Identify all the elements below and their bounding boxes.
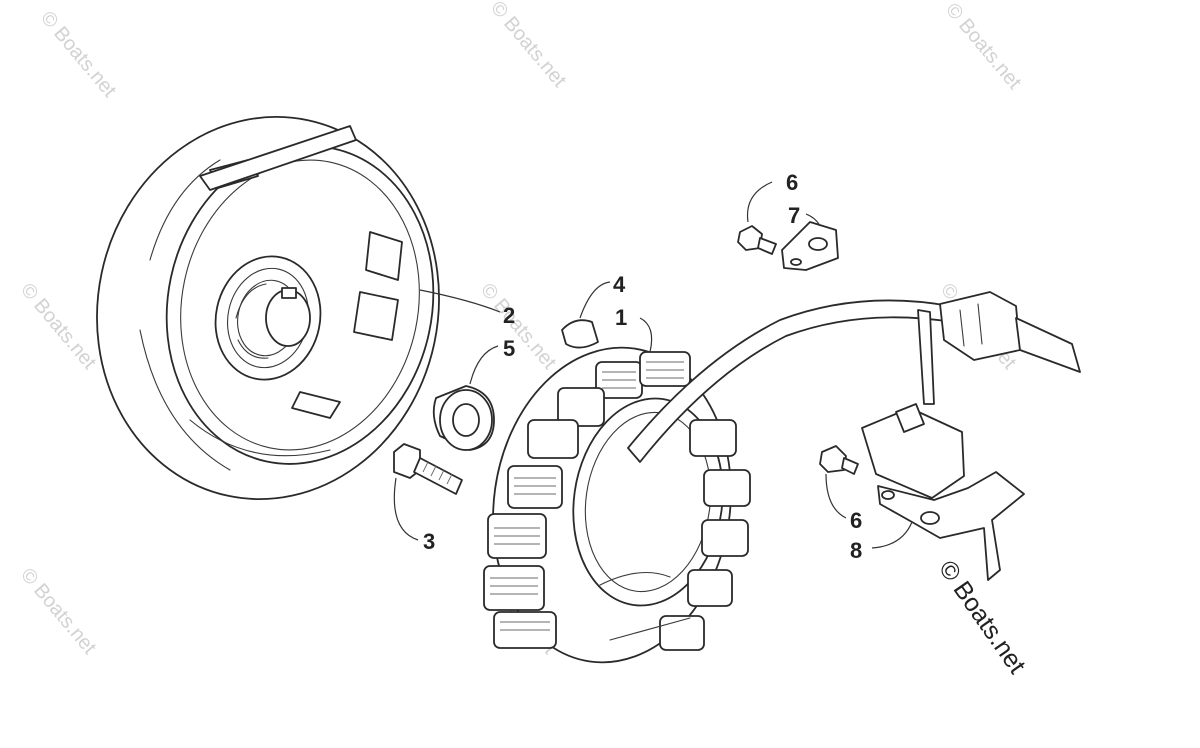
watermark-4: © Boats.net: [16, 279, 100, 374]
stator: [483, 346, 751, 664]
stator-coils: [483, 351, 751, 651]
leader-4: [579, 281, 611, 319]
callout-6-upper: 6: [786, 170, 798, 195]
spacer: [432, 385, 495, 451]
callout-6-lower: 6: [850, 508, 862, 533]
watermark-1: © Boats.net: [36, 7, 120, 102]
callout-5: 5: [503, 336, 515, 361]
screw-6-upper: [737, 225, 777, 255]
leader-3: [393, 477, 419, 541]
callout-1: 1: [615, 305, 627, 330]
leader-6a: [746, 181, 773, 223]
watermark-2: © Boats.net: [486, 0, 570, 92]
watermark-3: © Boats.net: [941, 0, 1025, 94]
copyright-text: © Boats.net: [933, 555, 1031, 678]
flywheel: [96, 115, 440, 501]
leader-8: [871, 521, 913, 549]
callout-2: 2: [503, 303, 515, 328]
woodruff-key: [561, 319, 599, 349]
callout-3: 3: [423, 529, 435, 554]
leader-7: [805, 213, 821, 227]
leader-lines: [393, 181, 913, 549]
leader-5: [469, 345, 499, 385]
clip-plate-7: [781, 221, 839, 271]
pickup-coil-bracket: [861, 403, 1025, 581]
callout-7: 7: [788, 203, 800, 228]
callout-4: 4: [613, 272, 626, 297]
leader-1: [639, 317, 653, 353]
wire-harness: [627, 291, 1081, 463]
leader-6b: [825, 473, 847, 519]
watermark-5: © Boats.net: [476, 279, 560, 374]
bolt-3: [393, 443, 463, 495]
leader-2: [419, 289, 501, 313]
callout-8: 8: [850, 538, 862, 563]
screw-6-lower: [819, 445, 859, 475]
watermark-7: © Boats.net: [16, 564, 100, 659]
callout-labels: 2 5 4 1 3 6 7 6 8: [423, 170, 862, 563]
